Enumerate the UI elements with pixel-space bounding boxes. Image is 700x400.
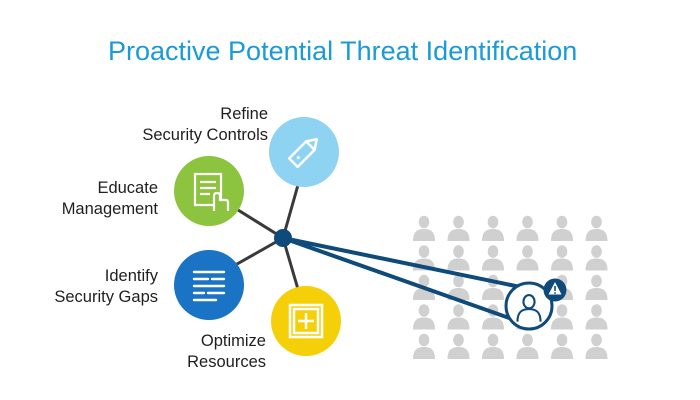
spokes (228, 183, 302, 298)
spoke-educate (228, 203, 285, 240)
node-educate (174, 156, 244, 226)
person-icon (413, 215, 435, 241)
spoke-optimize (281, 236, 302, 298)
person-icon (585, 333, 608, 359)
warning-icon (543, 278, 567, 302)
page-title: Proactive Potential Threat Identificatio… (108, 36, 578, 66)
pencil-icon (287, 138, 318, 169)
node-identify (174, 250, 244, 320)
person-icon (516, 215, 539, 241)
person-icon (447, 304, 470, 330)
person-icon (551, 245, 573, 271)
spotlight-beam (282, 236, 536, 321)
people-grid (413, 215, 608, 359)
person-icon (482, 333, 504, 359)
hub-dot (274, 229, 292, 247)
plus-box-icon (288, 303, 324, 339)
person-icon (413, 304, 435, 330)
spoke-identify (228, 236, 285, 270)
person-icon (585, 274, 608, 300)
person-icon (551, 215, 573, 241)
text-lines-icon (192, 270, 226, 302)
node-refine (269, 117, 339, 187)
person-icon (482, 245, 504, 271)
person-icon (447, 333, 470, 359)
person-icon (413, 333, 435, 359)
person-icon (585, 215, 608, 241)
spoke-refine (281, 183, 300, 240)
person-icon (516, 245, 539, 271)
highlighted-person (504, 281, 554, 331)
person-icon (447, 215, 470, 241)
person-icon (516, 333, 539, 359)
person-icon (585, 304, 608, 330)
person-icon (585, 245, 608, 271)
person-icon (551, 304, 573, 330)
person-icon (447, 245, 470, 271)
person-icon (482, 215, 504, 241)
person-icon (551, 333, 573, 359)
node-optimize (271, 286, 341, 356)
document-pointer-icon (193, 172, 230, 211)
